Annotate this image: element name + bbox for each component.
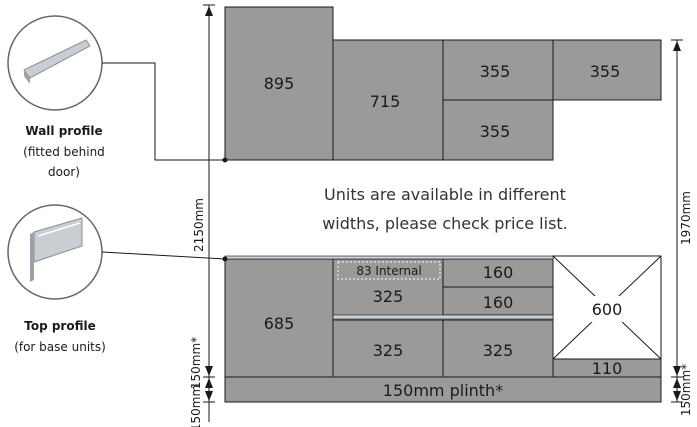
top-profile-title: Top profile (24, 319, 96, 333)
wall-profile-title: Wall profile (25, 124, 102, 138)
wall-unit-355-top-label: 355 (480, 62, 511, 81)
right-dimension: 1970mm 150mm* (671, 39, 693, 416)
base-unit-160-middle (442, 286, 554, 316)
wall-unit-715 (332, 39, 444, 161)
plinth-height-label-top: 150mm* (189, 337, 203, 389)
wall-units: 895 715 355 355 355 (224, 6, 662, 161)
base-unit-325-bottom-label: 325 (373, 341, 404, 360)
availability-note: Units are available in different widths,… (322, 185, 568, 233)
note-line-1: Units are available in different (324, 185, 566, 204)
right-height-label: 1970mm (679, 191, 693, 245)
base-unit-160-middle-label: 160 (483, 293, 514, 312)
top-profile-icon (30, 217, 83, 282)
mid-profile-rail (332, 314, 554, 320)
wall-unit-895 (224, 6, 334, 161)
base-unit-685-label: 685 (264, 314, 295, 333)
internal-drawer-label: 83 Internal (356, 264, 421, 278)
wall-profile-callout: Wall profile (fitted behind door) (7, 15, 228, 179)
base-unit-685 (224, 258, 334, 378)
wall-unit-355-right-label: 355 (590, 62, 621, 81)
wall-unit-355-bottom-label: 355 (480, 122, 511, 141)
wall-profile-icon (23, 36, 91, 84)
wall-profile-sub-2: door) (48, 165, 80, 179)
overall-height-label: 2150mm (192, 198, 206, 252)
wall-profile-sub-1: (fitted behind (23, 145, 105, 159)
top-profile-callout: Top profile (for base units) (7, 204, 228, 354)
base-unit-325-right (442, 319, 554, 378)
corner-plinth-label: 110 (592, 359, 623, 378)
base-units: 600 83 Internal 685 325 325 160 160 325 … (224, 255, 662, 378)
plinth-height-label-bottom: 150mm (189, 385, 203, 427)
wall-unit-355-top (442, 39, 554, 101)
corner-label-bg (585, 296, 630, 322)
base-unit-325-right-label: 325 (483, 341, 514, 360)
wall-unit-895-label: 895 (264, 74, 295, 93)
note-line-2: widths, please check price list. (322, 214, 568, 233)
wall-unit-355-bottom (442, 99, 554, 161)
plinth (224, 376, 662, 403)
plinth-label: 150mm plinth* (383, 381, 503, 400)
wall-unit-355-right (552, 39, 662, 101)
left-dimension: 2150mm 150mm* 150mm (189, 4, 215, 427)
base-unit-160-top-label: 160 (483, 263, 514, 282)
base-unit-160-top (442, 258, 554, 288)
wall-unit-715-label: 715 (370, 92, 401, 111)
top-profile-rail (224, 255, 554, 260)
base-unit-325-bottom (332, 319, 444, 378)
base-unit-325-top-label: 325 (373, 287, 404, 306)
top-profile-sub: (for base units) (14, 340, 106, 354)
corner-unit-label: 600 (592, 300, 623, 319)
right-plinth-label: 150mm* (679, 364, 693, 416)
internal-drawer-box (337, 261, 441, 280)
